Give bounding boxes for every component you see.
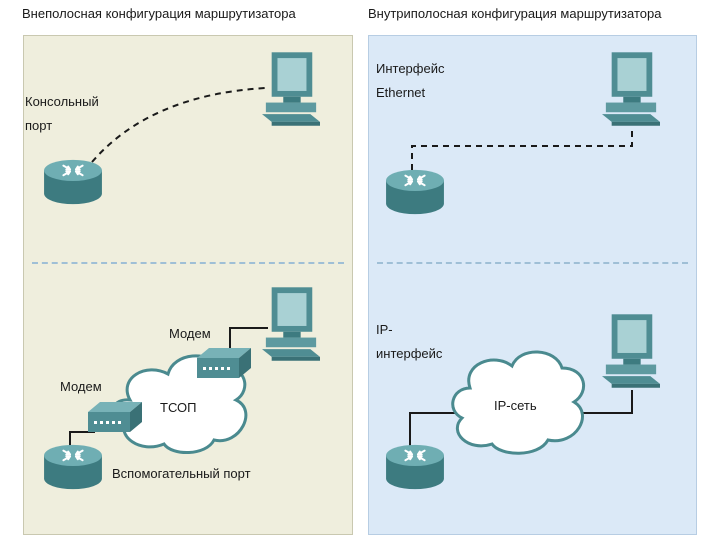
section-divider	[377, 262, 688, 264]
ip-network-cloud	[451, 350, 585, 455]
router-icon	[43, 158, 103, 206]
ethernet-interface-label: Интерфейс Ethernet	[376, 61, 445, 100]
modem-icon	[197, 348, 251, 378]
ip-interface-label: IP- интерфейс	[376, 322, 443, 361]
router-icon	[43, 443, 103, 491]
computer-icon	[262, 287, 320, 361]
section-divider	[32, 262, 344, 264]
console-cable	[91, 87, 266, 163]
computer-icon	[602, 52, 660, 126]
router-icon	[385, 443, 445, 491]
console-port-label: Консольный порт	[25, 94, 99, 133]
ethernet-cable	[411, 128, 633, 170]
modem-icon	[88, 402, 142, 432]
out-of-band-title: Внеполосная конфигурация маршрутизатора	[22, 6, 296, 21]
aux-port-label: Вспомогательный порт	[112, 466, 251, 481]
ip-cable-right	[572, 390, 633, 414]
router-icon	[385, 168, 445, 216]
computer-icon	[262, 52, 320, 126]
computer-icon	[602, 314, 660, 388]
modem-label: Модем	[169, 326, 211, 341]
ip-network-label: IP-сеть	[494, 398, 537, 413]
pstn-label: ТСОП	[160, 400, 197, 415]
modem-label: Модем	[60, 379, 102, 394]
in-band-title: Внутриполосная конфигурация маршрутизато…	[368, 6, 662, 21]
ip-cable-left	[409, 412, 462, 447]
